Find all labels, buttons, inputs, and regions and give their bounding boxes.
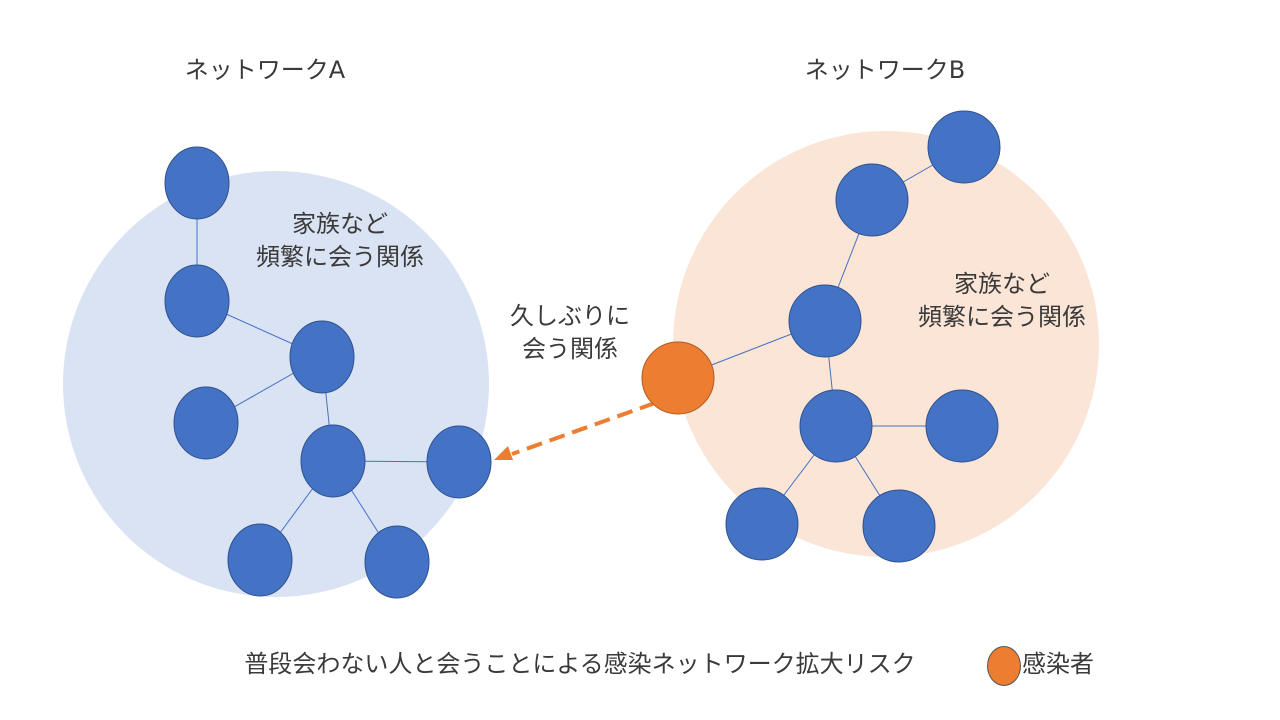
node <box>289 320 355 394</box>
network-b-region <box>673 131 1099 557</box>
network-b-label: 家族など 頻繁に会う関係 <box>862 268 1142 334</box>
network-a-label-line1: 家族など <box>292 210 388 238</box>
node <box>173 386 239 460</box>
bridge-arrow-head <box>494 446 513 460</box>
node <box>227 523 293 597</box>
legend-infected-marker <box>987 646 1021 686</box>
bridge-arrow-line <box>511 401 656 456</box>
network-a-label-line2: 頻繁に会う関係 <box>256 243 424 271</box>
infected-node <box>641 341 715 415</box>
node <box>164 146 230 220</box>
caption: 普段会わない人と会うことによる感染ネットワーク拡大リスク <box>244 650 916 678</box>
node <box>835 163 909 237</box>
node <box>364 525 430 599</box>
bridge-label-line2: 会う関係 <box>522 335 618 363</box>
bridge-label: 久しぶりに 会う関係 <box>470 300 670 366</box>
node <box>862 489 936 563</box>
node <box>799 389 873 463</box>
node <box>927 110 1001 184</box>
node <box>426 425 492 499</box>
network-b-label-line2: 頻繁に会う関係 <box>918 303 1086 331</box>
node <box>925 389 999 463</box>
node <box>725 487 799 561</box>
network-b-label-line1: 家族など <box>954 270 1050 298</box>
bridge-label-line1: 久しぶりに <box>510 302 630 330</box>
network-a-region <box>63 171 489 597</box>
network-a-label: 家族など 頻繁に会う関係 <box>200 208 480 274</box>
network-a-nodes <box>164 146 492 599</box>
network-b-nodes <box>725 110 1001 563</box>
network-b-title: ネットワークB <box>804 56 966 84</box>
node <box>300 424 366 498</box>
network-a-title: ネットワークA <box>184 56 346 84</box>
legend-label: 感染者 <box>1022 650 1094 678</box>
node <box>164 264 230 338</box>
node <box>788 284 862 358</box>
